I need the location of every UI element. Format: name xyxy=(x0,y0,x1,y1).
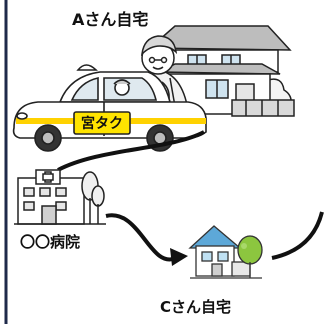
home-a-label: Aさん自宅 xyxy=(72,10,149,29)
hospital-icon xyxy=(14,169,106,225)
route-hospital-to-home-c xyxy=(105,213,177,262)
route-taxi-to-hospital xyxy=(57,130,205,172)
house-c-icon xyxy=(188,225,263,279)
hospital-label: 〇〇病院 xyxy=(20,233,81,251)
taxi-icon: 宮タク xyxy=(12,64,207,152)
home-c-label: Cさん自宅 xyxy=(160,298,232,316)
taxi-sign-label: 宮タク xyxy=(81,115,123,132)
arrow-head-to-home-c xyxy=(170,248,188,266)
route-home-c-onward xyxy=(271,211,324,260)
taxi-sign-plate xyxy=(73,111,131,135)
house-a-icon xyxy=(148,25,295,117)
